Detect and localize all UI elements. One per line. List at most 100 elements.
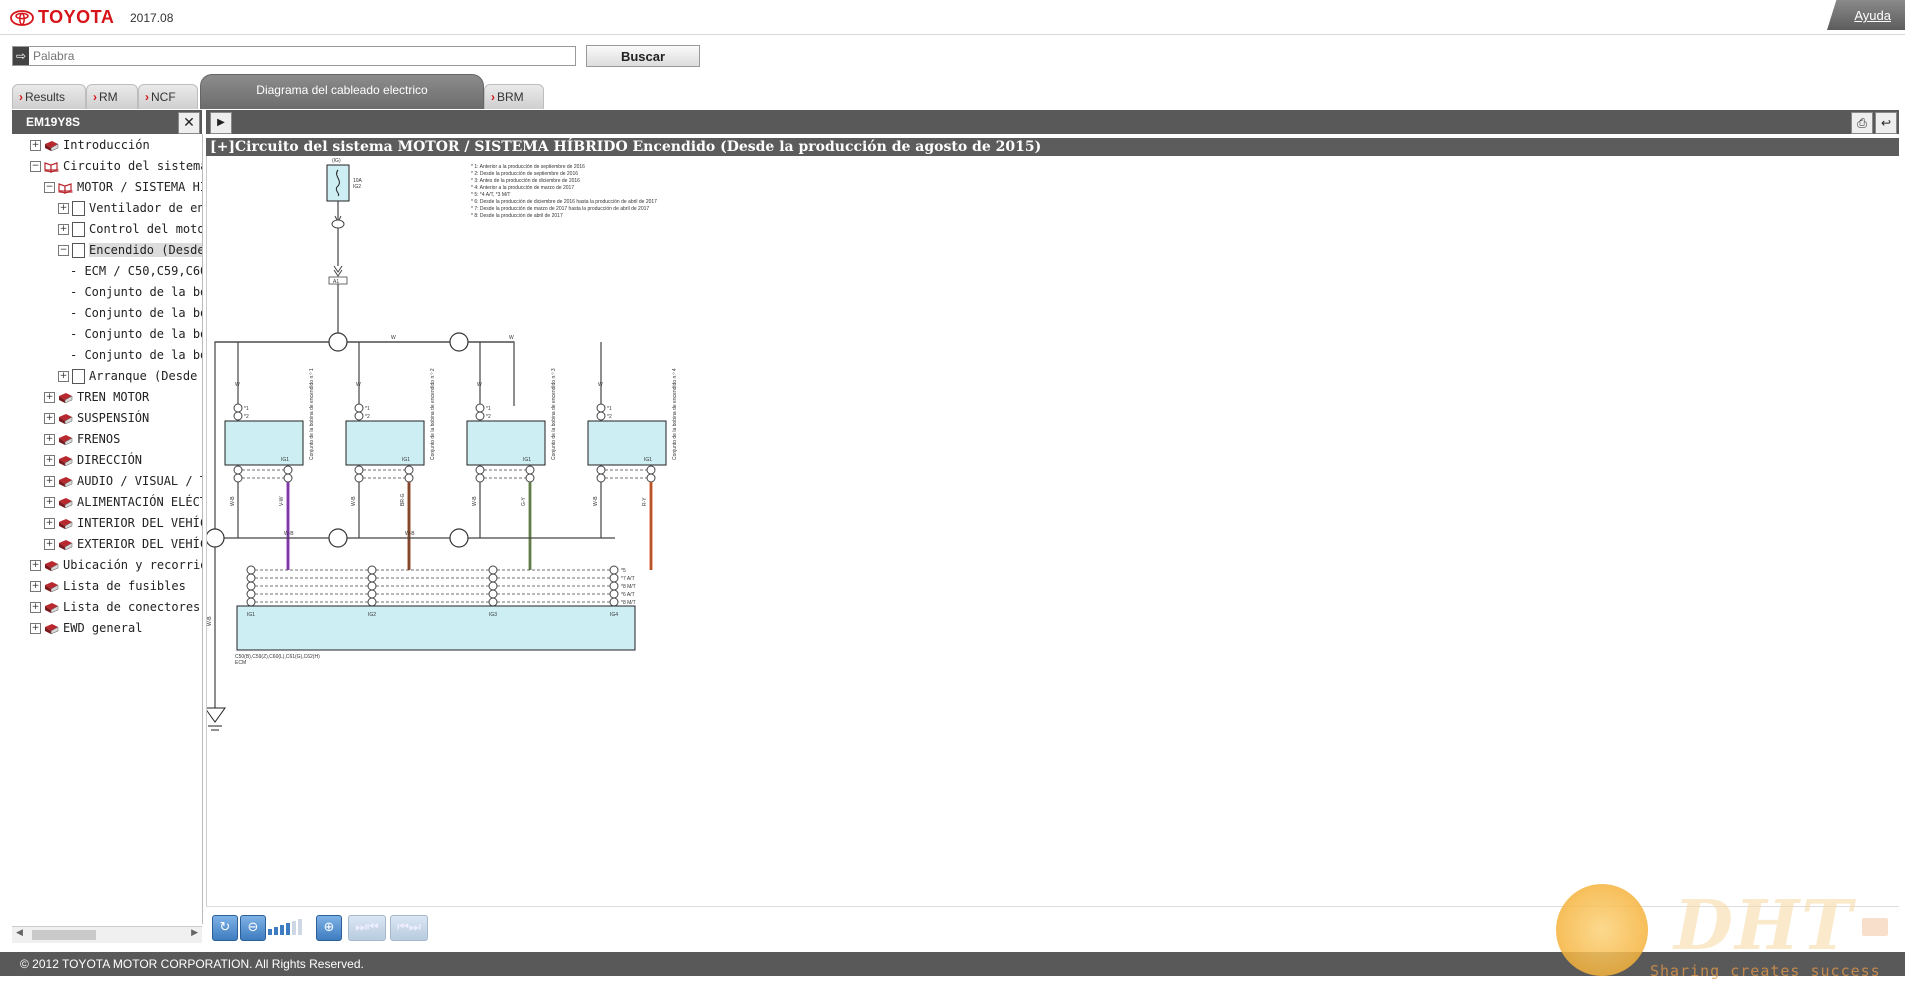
return-icon[interactable]: ↩: [1875, 112, 1897, 134]
zoom-toolbar: ↻ ⊖ ⊕ ⏭⏮ ⏮⏭: [206, 906, 1899, 947]
collapse-icon[interactable]: −: [44, 182, 55, 193]
expand-icon[interactable]: +: [44, 539, 55, 550]
help-tab[interactable]: Ayuda: [1827, 0, 1905, 30]
tree-item[interactable]: − Circuito del sistema: [30, 157, 203, 176]
expand-icon[interactable]: +: [44, 476, 55, 487]
tab-ncf[interactable]: ›NCF: [138, 84, 198, 109]
ecm-pin: [609, 597, 619, 607]
tree-item[interactable]: +INTERIOR DEL VEHÍCULO: [44, 514, 202, 533]
zoom-in-icon[interactable]: ⊕: [316, 915, 342, 941]
scrollbar-thumb[interactable]: [32, 930, 96, 940]
sidebar-hscrollbar[interactable]: ◀ ▶: [12, 926, 202, 943]
fuse-name: IG2: [353, 184, 361, 190]
tree-item-label: - Conjunto de la bobina: [70, 348, 202, 362]
tree-item[interactable]: +EXTERIOR DEL VEHÍCULO: [44, 535, 202, 554]
tree-item[interactable]: +ALIMENTACIÓN ELÉCTRICA: [44, 493, 202, 512]
expand-icon[interactable]: +: [58, 371, 69, 382]
arrow-right-icon: ⇨: [13, 47, 29, 65]
tree-item[interactable]: +Control del motor (Desde: [58, 220, 202, 239]
help-link[interactable]: Ayuda: [1854, 8, 1891, 23]
print-icon[interactable]: ⎙: [1851, 112, 1873, 134]
tree-item[interactable]: - Conjunto de la bobina: [70, 346, 202, 365]
refresh-icon[interactable]: ↻: [212, 915, 238, 941]
tree-item[interactable]: + Lista de fusibles: [30, 577, 186, 596]
tree-item-label: EWD general: [63, 621, 143, 635]
pin: [475, 403, 485, 413]
collapse-icon[interactable]: −: [58, 245, 69, 256]
wire-color-label: V-W: [279, 496, 285, 506]
ecm-pin: [367, 581, 377, 591]
tree-item[interactable]: - ECM / C50,C59,C60,C61: [70, 262, 202, 281]
tree-item[interactable]: +AUDIO / VISUAL / TELEMÁTICA: [44, 472, 202, 491]
pin-note: *2: [244, 414, 249, 420]
tab-results[interactable]: ›Results: [12, 84, 86, 109]
expand-icon[interactable]: +: [30, 602, 41, 613]
pin-note: *1: [486, 406, 491, 412]
tree-item[interactable]: +FRENOS: [44, 430, 120, 449]
ecm-side-note: *8 M/T: [621, 584, 636, 590]
expand-icon[interactable]: +: [30, 581, 41, 592]
chat-icon[interactable]: [1862, 918, 1888, 936]
tree-item[interactable]: +Ventilador de enfriamiento: [58, 199, 202, 218]
first-page-icon[interactable]: ⏭⏮: [348, 915, 386, 941]
expand-icon[interactable]: +: [30, 623, 41, 634]
expand-icon[interactable]: +: [44, 518, 55, 529]
coil-note: Conjunto de la bobina de encendido n.º 3: [551, 368, 557, 460]
expand-icon[interactable]: +: [30, 140, 41, 151]
ecm-box: [236, 605, 636, 651]
tree-item[interactable]: +DIRECCIÓN: [44, 451, 142, 470]
expand-icon[interactable]: +: [44, 497, 55, 508]
expand-icon[interactable]: +: [44, 413, 55, 424]
expand-icon[interactable]: +: [58, 224, 69, 235]
tree-item-label: Encendido (Desde la producción: [89, 243, 202, 257]
junction-connector: [331, 219, 345, 229]
coil-label: IG1: [281, 457, 289, 463]
tree-item[interactable]: - Conjunto de la bobina: [70, 304, 202, 323]
tab-brm[interactable]: ›BRM: [484, 84, 544, 109]
tab-rm[interactable]: ›RM: [86, 84, 138, 109]
expand-icon[interactable]: +: [58, 203, 69, 214]
close-icon[interactable]: ✕: [178, 112, 200, 134]
pin: [596, 403, 606, 413]
book-icon: [59, 413, 73, 424]
tree-item[interactable]: + EWD general: [30, 619, 142, 638]
expand-icon[interactable]: +: [30, 560, 41, 571]
collapse-icon[interactable]: −: [30, 161, 41, 172]
tree-item-label: MOTOR / SISTEMA HÍBRIDO: [77, 180, 202, 194]
zoom-out-icon[interactable]: ⊖: [240, 915, 266, 941]
coil-label: IG1: [523, 457, 531, 463]
wire-color-label: W-B: [472, 496, 478, 506]
book-icon: [59, 518, 73, 529]
pin: [283, 465, 293, 475]
search-input[interactable]: [31, 47, 575, 65]
splice-point: [328, 528, 348, 548]
tree-item-label: - Conjunto de la bobina: [70, 327, 202, 341]
tab-wiring-diagram[interactable]: Diagrama del cableado electrico: [200, 74, 484, 109]
expand-icon[interactable]: +: [44, 434, 55, 445]
tree-item[interactable]: +Lista de conectores: [30, 598, 200, 617]
scroll-left-icon[interactable]: ◀: [16, 928, 23, 938]
tree-item[interactable]: +Ubicación y recorrido: [30, 556, 202, 575]
expand-panel-icon[interactable]: ▶: [210, 112, 232, 134]
version-label: 2017.08: [130, 11, 174, 25]
tree-item-label: Lista de fusibles: [63, 579, 186, 593]
ecm-side-note: *7 A/T: [621, 576, 635, 582]
pin: [646, 465, 656, 475]
tree-item-label: Circuito del sistema: [63, 159, 203, 173]
wire-color-label: W: [391, 335, 396, 341]
splice-point: [449, 528, 469, 548]
tree-item[interactable]: - Conjunto de la bobina: [70, 325, 202, 344]
tree-item[interactable]: +SUSPENSIÓN: [44, 409, 149, 428]
expand-icon[interactable]: +: [44, 392, 55, 403]
tree-item[interactable]: - Conjunto de la bobina: [70, 283, 202, 302]
tree-item[interactable]: +TREN MOTOR: [44, 388, 149, 407]
tree-item[interactable]: − MOTOR / SISTEMA HÍBRIDO: [44, 178, 202, 197]
tree-item[interactable]: − Encendido (Desde la producción: [58, 241, 202, 260]
scroll-right-icon[interactable]: ▶: [191, 928, 198, 938]
search-button[interactable]: Buscar: [586, 45, 700, 67]
tree-item[interactable]: +Arranque (Desde la producción: [58, 367, 202, 386]
ecm-pin-label: IG3: [489, 612, 497, 618]
prev-next-page-icon[interactable]: ⏮⏭: [390, 915, 428, 941]
tree-item[interactable]: +Introducción: [30, 136, 150, 155]
expand-icon[interactable]: +: [44, 455, 55, 466]
